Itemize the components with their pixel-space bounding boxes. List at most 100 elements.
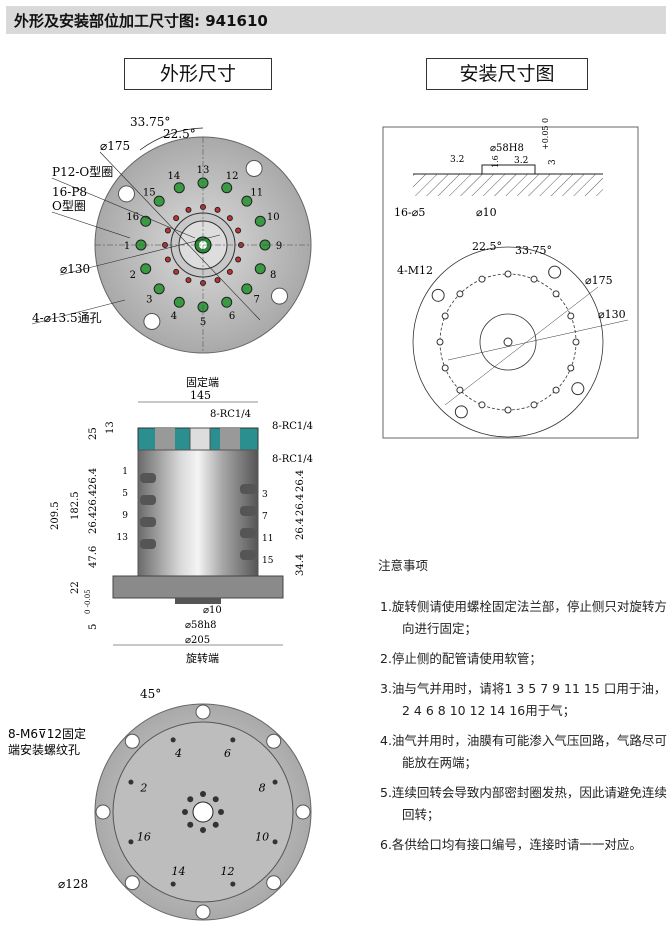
width-145: 145	[190, 389, 211, 402]
bottom-port-number: 16	[137, 830, 151, 843]
m12-hole	[571, 382, 585, 396]
center-hole	[187, 796, 194, 803]
oring-hole	[164, 256, 171, 263]
side-port	[240, 484, 256, 494]
note-item: 4.油气并用时，油膜有可能渗入气压回路，气路尽可能放在两端；	[380, 733, 667, 770]
side-port-number: 9	[122, 511, 128, 521]
install-hole	[478, 401, 486, 409]
bottom-port-number: 12	[220, 865, 234, 878]
port-number: 1	[124, 241, 130, 252]
mount-thread-hole	[124, 875, 140, 891]
d-205: ⌀205	[185, 635, 210, 646]
install-hole	[530, 275, 538, 283]
install-d10: ⌀10	[476, 206, 497, 219]
bottom-port-number: 4	[174, 747, 182, 760]
outline-title: 外形尺寸	[124, 58, 272, 90]
h-34: 34.4	[295, 554, 306, 576]
bottom-port-number: 6	[224, 747, 231, 760]
port-number: 16	[126, 212, 139, 223]
port-number: 3	[146, 295, 152, 306]
center-hole	[200, 827, 206, 833]
install-hole	[572, 338, 580, 346]
port-number: 14	[168, 171, 181, 182]
install-d58: ⌀58H8	[490, 143, 524, 154]
install-d175: ⌀175	[585, 274, 613, 287]
side-port-number: 15	[262, 556, 274, 566]
bottom-hole	[230, 881, 236, 887]
right-pitch-1: 26.4	[295, 470, 306, 492]
center-hole	[218, 809, 224, 815]
left-pitch-3: 26.4	[88, 512, 99, 534]
install-hole	[552, 290, 560, 298]
notes-title: 注意事项	[378, 558, 429, 573]
front-oring-p12: P12-O型圈	[52, 165, 113, 179]
oring-hole	[226, 215, 233, 222]
thread-1: 8-M6⊽12固定	[8, 726, 86, 741]
center-hole	[212, 796, 219, 803]
oring-hole	[226, 268, 233, 275]
m12-hole	[548, 265, 562, 279]
side-port	[140, 517, 156, 527]
bottom-port-number: 8	[259, 782, 266, 795]
port-hole	[153, 195, 165, 207]
install-hole	[436, 338, 444, 346]
port-hole	[140, 263, 152, 275]
d-10: ⌀10	[203, 605, 222, 616]
port-hole	[221, 182, 233, 194]
install-hole	[504, 270, 512, 278]
side-port	[140, 473, 156, 483]
port-number: 2	[130, 270, 136, 281]
port-hole	[153, 283, 165, 295]
side-port-number: 11	[262, 534, 273, 544]
front-oring-p8-2: O型圈	[52, 199, 86, 213]
oring-hole	[173, 268, 180, 275]
center-hole	[212, 821, 219, 828]
install-hole	[552, 386, 560, 394]
bottom-hole	[128, 839, 134, 845]
side-port	[240, 550, 256, 560]
bottom-hole	[128, 779, 134, 785]
bottom-angle: 45°	[140, 687, 161, 701]
h-47: 47.6	[88, 546, 99, 568]
bottom-hole	[272, 779, 278, 785]
bottom-port-number: 10	[255, 830, 269, 843]
left-pitch-2: 26.4	[88, 490, 99, 512]
bottom-hole	[170, 737, 176, 743]
oring-hole	[214, 206, 221, 213]
mount-thread-hole	[266, 875, 282, 891]
front-oring-p8-1: 16-P8	[52, 185, 87, 199]
thru-hole	[118, 185, 136, 203]
install-hole	[478, 275, 486, 283]
side-port	[140, 495, 156, 505]
note-item: 6.各供给口均有接口编号，连接时请一一对应。	[380, 837, 642, 852]
oring-hole	[235, 227, 242, 234]
front-d130: ⌀130	[60, 262, 90, 276]
port-hole	[140, 215, 152, 227]
note-item: 5.连续回转会导致内部密封圈发热，因此请避免连续回转；	[380, 785, 667, 822]
m12-hole	[431, 288, 445, 302]
port-hole	[221, 296, 233, 308]
install-hole	[456, 290, 464, 298]
port-hole	[173, 296, 185, 308]
thru-hole	[143, 312, 161, 330]
port-number: 8	[270, 270, 276, 281]
install-hole	[504, 406, 512, 414]
port-hole	[173, 182, 185, 194]
tol: 0 -0.05	[84, 589, 92, 614]
side-port-number: 1	[122, 467, 128, 477]
rough-3: 1.6	[491, 155, 500, 168]
note-item: 1.旋转侧请使用螺栓固定法兰部，停止侧只对旋转方向进行固定；	[380, 599, 667, 636]
install-depth: 3	[548, 159, 558, 165]
m12-hole	[454, 405, 468, 419]
mount-thread-hole	[266, 733, 282, 749]
oring-hole	[185, 277, 192, 284]
install-hole	[441, 364, 449, 372]
port-hole	[254, 263, 266, 275]
install-m12: 4-M12	[397, 264, 433, 277]
port-hole	[241, 283, 253, 295]
install-title: 安装尺寸图	[426, 58, 588, 90]
